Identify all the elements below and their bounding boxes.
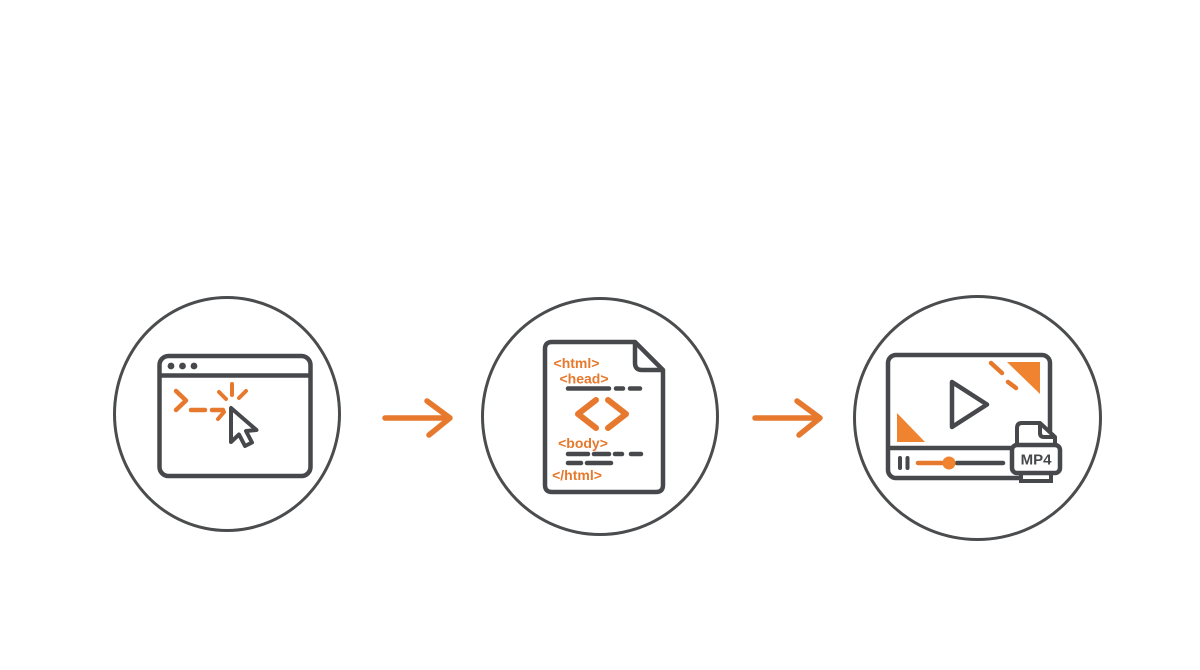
- code-brackets-icon: [575, 397, 629, 431]
- window-dot-icon: [179, 362, 186, 370]
- step-circle-video-output: [853, 295, 1102, 541]
- code-line-html-open: <html>: [554, 355, 600, 371]
- window-dot-icon: [167, 362, 175, 370]
- step-circle-html-document: [481, 297, 719, 536]
- arrow-right-icon: [752, 398, 823, 438]
- window-dot-icon: [190, 362, 198, 370]
- click-burst-icon: [216, 382, 248, 421]
- pause-icon: [898, 456, 910, 470]
- terminal-prompt-icon: [173, 388, 226, 413]
- corner-dash: [1005, 379, 1019, 391]
- mp4-file-fold: [1038, 423, 1055, 439]
- step-circle-browser-click: [113, 296, 341, 532]
- browser-window-click-icon: [157, 353, 313, 479]
- document-fold-corner: [632, 342, 663, 373]
- progress-bar: [915, 456, 1006, 470]
- mp4-badge: [1009, 442, 1063, 476]
- corner-triangle-bottom-left: [897, 413, 925, 442]
- code-line-html-close: </html>: [552, 467, 602, 483]
- code-line-body-open: <body>: [558, 435, 608, 451]
- arrow-right-icon: [382, 398, 453, 438]
- mp4-label: MP4: [1021, 452, 1053, 469]
- play-button-icon: [949, 379, 990, 430]
- code-dashes-row: [565, 451, 644, 466]
- video-player-mp4-icon: MP4: [885, 352, 1063, 483]
- mp4-file-icon: MP4: [1009, 421, 1063, 483]
- html-code-document-icon: <html> <head> <body> </html>: [542, 339, 666, 495]
- corner-dash: [988, 360, 1005, 376]
- scrubber-handle: [942, 456, 956, 470]
- corner-triangle-top-right: [1007, 362, 1040, 394]
- mouse-cursor-icon: [229, 406, 259, 448]
- code-line-head-open: <head>: [559, 371, 608, 387]
